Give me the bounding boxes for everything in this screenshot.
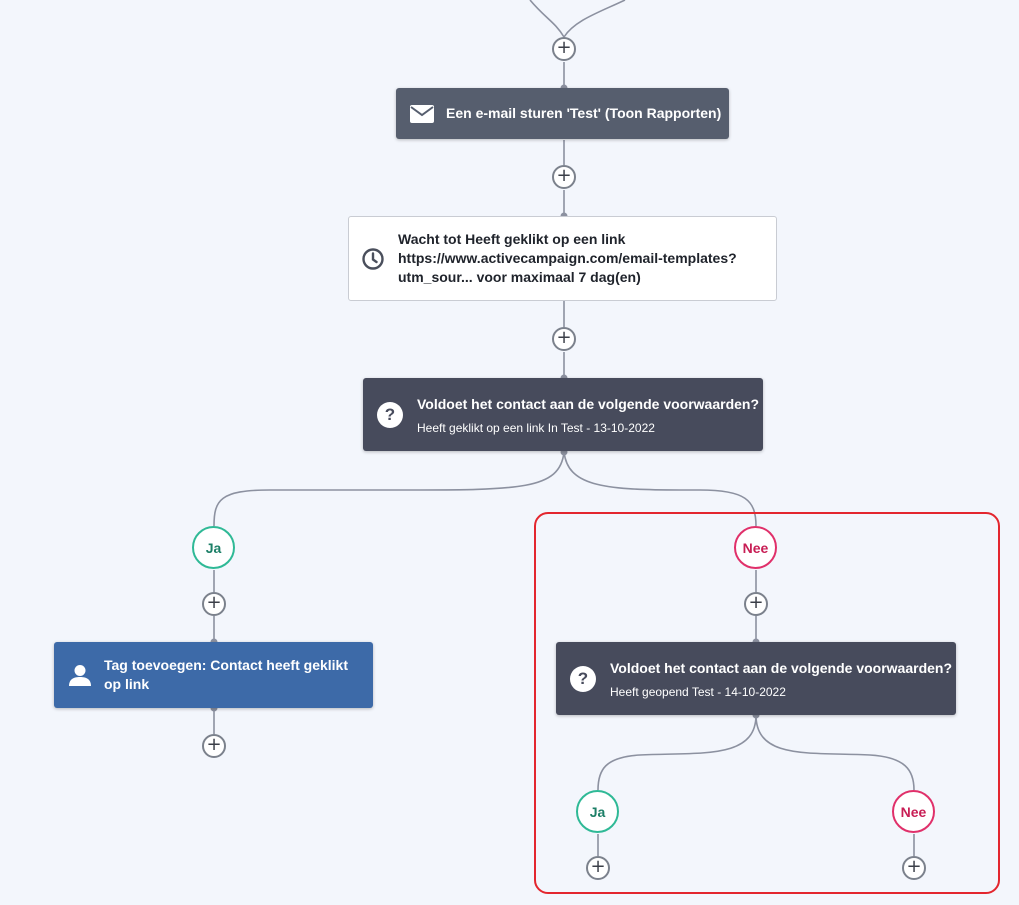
add-step-button[interactable]: +: [202, 734, 226, 758]
wait-until-node[interactable]: Wacht tot Heeft geklikt op een link http…: [348, 216, 777, 301]
add-step-button[interactable]: +: [902, 856, 926, 880]
add-step-button[interactable]: +: [552, 37, 576, 61]
plus-icon: +: [556, 327, 572, 348]
send-email-title: Een e-mail sturen 'Test' (Toon Rapporten…: [446, 105, 722, 121]
no-branch-label[interactable]: Nee: [892, 790, 935, 833]
add-tag-node[interactable]: Tag toevoegen: Contact heeft geklikt op …: [54, 642, 373, 708]
clock-icon: [361, 247, 385, 271]
wait-line-3: utm_sour... voor maximaal 7 dag(en): [398, 269, 641, 285]
plus-icon: +: [206, 734, 222, 755]
plus-icon: +: [590, 856, 606, 877]
highlight-box: [534, 512, 1000, 894]
tag-line-2: op link: [104, 676, 150, 692]
condition-node-nested[interactable]: ? Voldoet het contact aan de volgende vo…: [556, 642, 956, 715]
condition-node[interactable]: ? Voldoet het contact aan de volgende vo…: [363, 378, 763, 451]
condition-subtitle: Heeft geopend Test - 14-10-2022: [610, 684, 786, 699]
plus-icon: +: [748, 592, 764, 613]
envelope-icon: [410, 104, 434, 123]
no-branch-label[interactable]: Nee: [734, 526, 777, 569]
plus-icon: +: [556, 165, 572, 186]
add-step-button[interactable]: +: [552, 165, 576, 189]
add-step-button[interactable]: +: [552, 327, 576, 351]
tag-line-1: Tag toevoegen: Contact heeft geklikt: [104, 657, 348, 673]
yes-branch-label[interactable]: Ja: [576, 790, 619, 833]
wait-line-2: https://www.activecampaign.com/email-tem…: [398, 250, 737, 266]
send-email-node[interactable]: Een e-mail sturen 'Test' (Toon Rapporten…: [396, 88, 729, 139]
plus-icon: +: [556, 37, 572, 58]
add-step-button[interactable]: +: [586, 856, 610, 880]
plus-icon: +: [206, 592, 222, 613]
add-step-button[interactable]: +: [744, 592, 768, 616]
add-step-button[interactable]: +: [202, 592, 226, 616]
plus-icon: +: [906, 856, 922, 877]
condition-title: Voldoet het contact aan de volgende voor…: [417, 395, 760, 412]
question-icon: ?: [570, 665, 596, 692]
yes-branch-label[interactable]: Ja: [192, 526, 235, 569]
condition-title: Voldoet het contact aan de volgende voor…: [610, 659, 953, 676]
wait-line-1: Wacht tot Heeft geklikt op een link: [398, 231, 626, 247]
user-icon: [68, 663, 92, 687]
condition-subtitle: Heeft geklikt op een link In Test - 13-1…: [417, 420, 655, 435]
question-icon: ?: [377, 401, 403, 428]
